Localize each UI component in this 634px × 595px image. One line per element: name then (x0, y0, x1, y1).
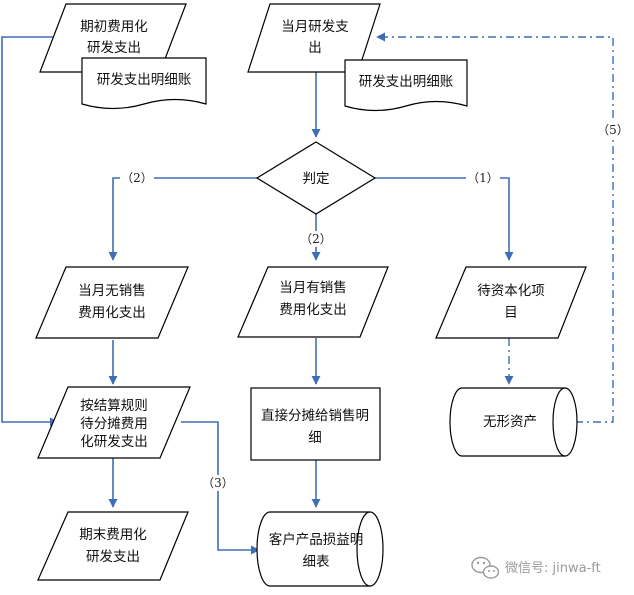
node-direct-alloc: 直接分摊给销售明 细 (250, 387, 381, 461)
node-judge-label: 判定 (303, 171, 330, 187)
node-direct-alloc-line2: 细 (308, 430, 322, 446)
node-with-sales-line1: 当月有销售 (279, 280, 347, 296)
watermark: 微信号: jinwa-ft (471, 556, 601, 579)
node-ledger-left: 研发支出明细账 (81, 57, 207, 110)
node-intangible: 无形资产 (449, 387, 578, 457)
node-capitalize: 待资本化项 目 (435, 266, 587, 339)
node-no-sales-line2: 费用化支出 (78, 305, 146, 321)
node-judge: 判定 (255, 141, 377, 215)
node-customer-pl: 客户产品损益明 细表 (256, 511, 384, 587)
node-current-rd-line2: 出 (308, 40, 322, 56)
edge-initial-to-allocate (1, 36, 59, 427)
node-no-sales-line1: 当月无销售 (78, 283, 146, 299)
edge-label-capitalize: （1） (467, 171, 499, 185)
node-with-sales-line2: 费用化支出 (279, 302, 347, 318)
node-allocate-line3: 化研发支出 (80, 434, 148, 450)
edge-label-return: （5） (597, 123, 629, 137)
node-direct-alloc-line1: 直接分摊给销售明 (261, 407, 369, 424)
edge-label-no-sales: （2） (121, 171, 153, 185)
node-current-rd-line1: 当月研发支 (281, 19, 349, 35)
node-capitalize-line1: 待资本化项 (477, 283, 545, 299)
node-initial-rd-line2: 研发支出 (87, 40, 141, 56)
wechat-icon (471, 556, 500, 579)
edge-label-with-sales: （2） (300, 232, 332, 246)
node-ending-rd-line2: 研发支出 (86, 549, 140, 565)
edge-judge-to-no-sales (108, 177, 257, 261)
node-ledger-left-line1: 研发支出明细账 (97, 72, 192, 88)
node-capitalize-line2: 目 (504, 305, 518, 321)
node-intangible-label: 无形资产 (483, 414, 537, 430)
node-allocate-line1: 按结算规则 (80, 398, 148, 414)
node-initial-rd: 期初费用化 研发支出 (39, 3, 187, 73)
edge-label-customer: （3） (202, 476, 234, 490)
node-ledger-right-line1: 研发支出明细账 (359, 74, 454, 90)
node-customer-pl-line2: 细表 (303, 554, 330, 570)
node-customer-pl-line1: 客户产品损益明 (269, 531, 364, 548)
edge-judge-to-capitalize (375, 177, 514, 261)
edge-intangible-to-current (376, 32, 614, 423)
watermark-text: 微信号: jinwa-ft (505, 561, 601, 576)
node-allocate-line2: 待分摊费用 (80, 416, 148, 432)
node-with-sales: 当月有销售 费用化支出 (237, 266, 389, 338)
node-ledger-right: 研发支出明细账 (344, 59, 468, 112)
node-no-sales: 当月无销售 费用化支出 (35, 266, 189, 339)
node-current-rd: 当月研发支 出 (247, 3, 381, 73)
node-ending-rd-line1: 期末费用化 (79, 527, 147, 543)
node-ending-rd: 期末费用化 研发支出 (37, 511, 189, 581)
node-allocate: 按结算规则 待分摊费用 化研发支出 (37, 386, 191, 459)
node-initial-rd-line1: 期初费用化 (80, 18, 148, 35)
